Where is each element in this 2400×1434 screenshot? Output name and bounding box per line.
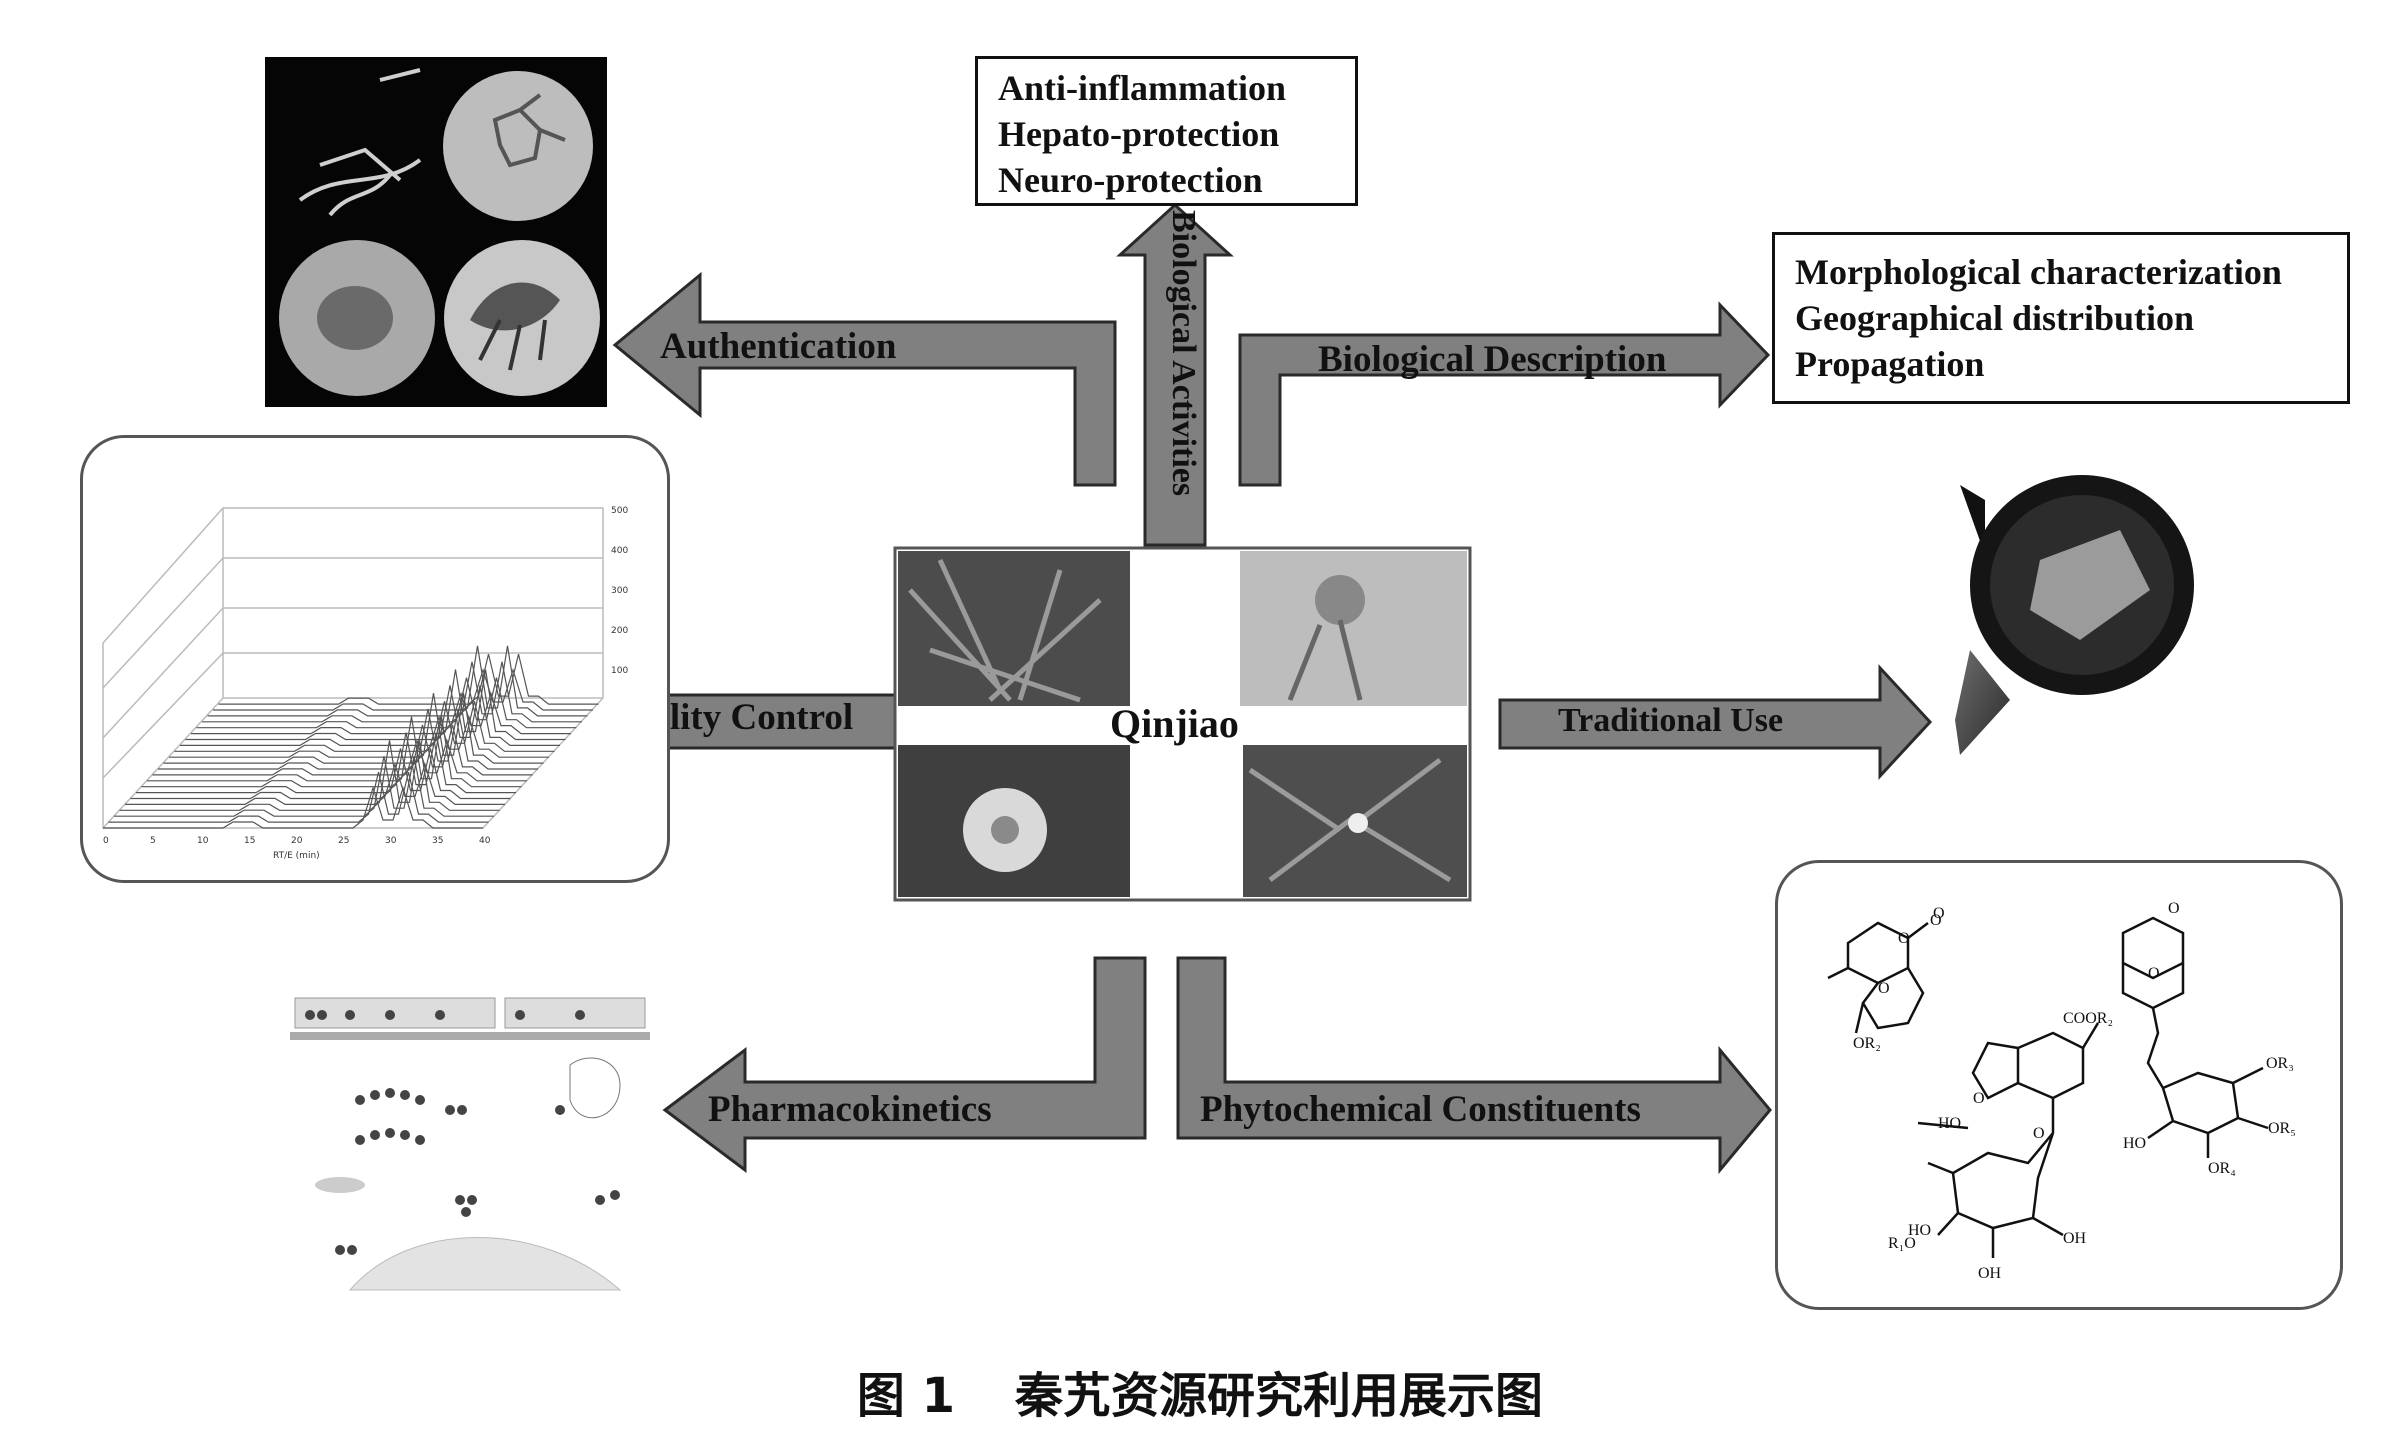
chromatogram-x-tick: 40 (479, 836, 491, 846)
chemical-atom-label: O (1898, 930, 1910, 947)
chromatogram-trace (130, 748, 511, 800)
pharmacokinetics-pathway-figure (290, 990, 650, 1310)
chromatogram-x-tick: 5 (150, 836, 156, 846)
authentication-label: Authentication (660, 326, 897, 367)
chromatogram-trace (180, 685, 560, 746)
chromatogram-trace (174, 701, 555, 752)
phytochemical-constituents-label: Phytochemical Constituents (1200, 1089, 1641, 1130)
chromatogram-trace (196, 677, 577, 729)
chemical-atom-label: O (2148, 965, 2160, 982)
chromatogram-z-axis: 500 400 300 200 100 (611, 506, 628, 676)
biological-activities-box: Anti-inflammation Hepato-protection Neur… (975, 56, 1358, 206)
chromatogram-trace (158, 708, 538, 770)
pharmacokinetics-arrow (662, 956, 1147, 1173)
chemical-atom-label: OH (2063, 1230, 2087, 1247)
chromatogram-3d-plot: 0 5 10 15 20 25 30 35 40 500 400 300 200 100 RT/E (m… (102, 506, 628, 861)
pharmacokinetics-label: Pharmacokinetics (708, 1089, 992, 1130)
chemical-atom-label: O (2168, 900, 2180, 917)
activity-item: Anti-inflammation (998, 68, 1286, 108)
activity-item: Neuro-protection (998, 160, 1263, 200)
chemical-atom-label: R₁O (1888, 1235, 1916, 1252)
authentication-arrow (612, 271, 1117, 487)
chromatogram-trace (202, 661, 582, 723)
biological-description-arrow (1238, 301, 1771, 487)
chemical-atom-label: OR₄ (2208, 1160, 2236, 1177)
chemical-atom-label: O (1878, 980, 1890, 997)
activity-item: Hepato-protection (998, 114, 1280, 154)
chromatogram-z-tick: 300 (611, 586, 628, 596)
chromatogram-trace (169, 715, 549, 758)
chromatogram-trace (141, 716, 522, 788)
traditional-use-arrow (1498, 664, 1933, 780)
description-item: Morphological characterization (1795, 252, 2282, 292)
chemical-atom-label: O (1973, 1090, 1985, 1107)
phytochemical-constituents-arrow (1176, 956, 1772, 1175)
chemical-atom-label: HO (1938, 1115, 1961, 1132)
chromatogram-x-tick: 30 (385, 836, 397, 846)
chemical-atom-label: OR₅ (2268, 1120, 2296, 1137)
chemical-atom-label: O (1930, 912, 1942, 929)
qinjiao-photo-grid (893, 546, 1472, 902)
chromatogram-trace (207, 645, 588, 717)
chromatogram-z-tick: 200 (611, 626, 628, 636)
figure-title: 秦艽资源研究利用展示图 (1015, 1368, 1544, 1424)
biological-description-label: Biological Description (1318, 339, 1667, 380)
chromatogram-trace (185, 669, 566, 741)
chromatogram-trace (152, 724, 533, 776)
biological-activities-label: Biological Activities (1165, 210, 1202, 497)
medicine-pot-image (1955, 475, 2194, 755)
chromatogram-z-tick: 100 (611, 666, 628, 676)
chemical-atom-label: OR₃ (2266, 1055, 2294, 1072)
chromatogram-traces (103, 645, 599, 829)
description-item: Propagation (1795, 344, 1985, 384)
leaf-specimen-image (298, 68, 422, 217)
chromatogram-z-tick: 400 (611, 546, 628, 556)
plant-photo-1 (898, 551, 1130, 706)
chemical-atom-label: COOR₂ (2063, 1010, 2113, 1027)
chemical-atom-label: O (2033, 1125, 2045, 1142)
chromatogram-trace (218, 653, 599, 705)
center-label: Qinjiao (1110, 701, 1239, 746)
chemical-atom-label: OR₂ (1853, 1035, 1881, 1052)
chromatogram-trace (147, 738, 527, 782)
chromatogram-trace (119, 740, 500, 811)
authentication-micrographs (265, 57, 607, 407)
micrograph-crystal (443, 71, 593, 221)
chromatogram-x-tick: 10 (197, 836, 209, 846)
chromatogram-x-label: RT/E (min) (273, 851, 320, 861)
chromatogram-x-axis: 0 5 10 15 20 25 30 35 40 (103, 836, 491, 846)
biological-description-box: Morphological characterization Geographi… (1772, 232, 2350, 404)
chemical-atom-label: O (1933, 905, 1945, 922)
chromatogram-trace (103, 785, 483, 829)
chromatogram-trace (191, 691, 571, 735)
chemical-atom-label: HO (1908, 1222, 1931, 1239)
chromatogram-x-tick: 15 (244, 836, 255, 846)
chromatogram-trace (125, 762, 505, 805)
traditional-use-label: Traditional Use (1558, 702, 1784, 739)
chromatogram-z-tick: 500 (611, 506, 628, 516)
chemical-atom-label: OH (1978, 1265, 2002, 1282)
chromatogram-x-tick: 20 (291, 836, 303, 846)
description-item: Geographical distribution (1795, 298, 2195, 338)
chromatogram-trace (136, 732, 516, 794)
chromatogram-panel: 0 5 10 15 20 25 30 35 40 500 400 300 200 100 RT/E (m… (80, 435, 670, 883)
figure-number: 图 1 (856, 1368, 956, 1424)
biological-activities-arrow (1116, 202, 1234, 547)
chromatogram-trace (108, 771, 489, 823)
chromatogram-x-tick: 0 (103, 836, 109, 846)
chromatogram-trace (163, 693, 544, 764)
chromatogram-x-tick: 35 (432, 836, 443, 846)
chromatogram-trace (213, 667, 593, 711)
figure-caption: 图 1 秦艽资源研究利用展示图 (0, 1356, 2400, 1426)
chromatogram-x-tick: 25 (338, 836, 349, 846)
chromatogram-trace (114, 756, 494, 817)
chemical-atom-label: HO (2123, 1135, 2146, 1152)
